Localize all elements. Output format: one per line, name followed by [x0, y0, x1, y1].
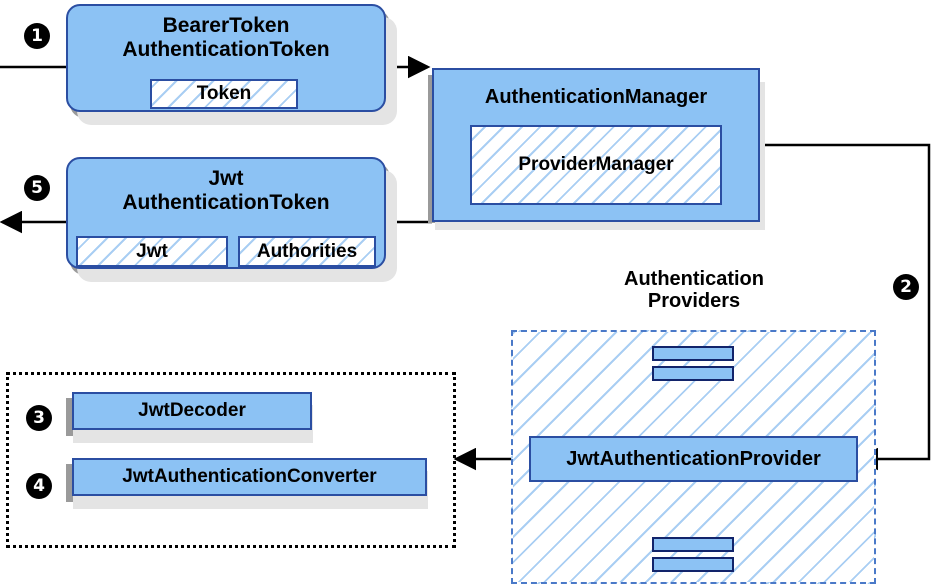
step-marker-1: 1: [24, 23, 50, 49]
jwt-token-inner-authorities-label: Authorities: [256, 240, 358, 262]
provider-manager-inner-box[interactable]: ProviderManager: [470, 125, 722, 205]
jwt-token-inner-jwt-label: Jwt: [136, 240, 168, 262]
step-marker-2: 2: [893, 274, 919, 300]
jwt-authentication-converter-label: JwtAuthenticationConverter: [122, 466, 377, 488]
authentication-providers-label: Authentication Providers: [561, 268, 827, 313]
providers-label-line1: Authentication: [624, 268, 764, 290]
jwt-authentication-converter-node[interactable]: JwtAuthenticationConverter: [72, 458, 427, 496]
jwt-token-inner-authorities-box[interactable]: Authorities: [238, 236, 376, 267]
step-marker-4-label: 4: [33, 476, 45, 496]
provider-stub-top-1: [652, 346, 734, 361]
jwt-token-inner-jwt-box[interactable]: Jwt: [76, 236, 228, 267]
jwt-token-title-line2: AuthenticationToken: [122, 190, 330, 214]
provider-stub-bottom-1: [652, 537, 734, 552]
arrow-manager-to-provider: [760, 143, 931, 471]
jwt-token-title-line1: Jwt: [208, 167, 244, 190]
step-marker-3-label: 3: [33, 408, 45, 428]
jwt-decoder-label: JwtDecoder: [138, 400, 246, 422]
jwt-decoder-node[interactable]: JwtDecoder: [72, 392, 312, 430]
provider-stub-top-2: [652, 366, 734, 381]
bearer-token-title-line1: BearerToken: [162, 14, 290, 37]
step-marker-3: 3: [26, 405, 52, 431]
bearer-token-inner-label: Token: [196, 83, 252, 104]
step-marker-1-label: 1: [31, 26, 43, 46]
bearer-token-inner-token-box[interactable]: Token: [150, 79, 298, 109]
provider-stub-bottom-2: [652, 557, 734, 572]
step-marker-5: 5: [24, 175, 50, 201]
providers-label-line2: Providers: [647, 290, 741, 313]
provider-manager-label: ProviderManager: [518, 154, 674, 175]
jwt-authentication-provider-node[interactable]: JwtAuthenticationProvider: [529, 436, 858, 482]
bearer-token-title-line2: AuthenticationToken: [122, 37, 330, 61]
step-marker-5-label: 5: [31, 178, 43, 198]
jwt-authentication-provider-label: JwtAuthenticationProvider: [566, 447, 821, 470]
authentication-manager-title: AuthenticationManager: [484, 86, 708, 108]
step-marker-2-label: 2: [900, 277, 912, 297]
step-marker-4: 4: [26, 473, 52, 499]
